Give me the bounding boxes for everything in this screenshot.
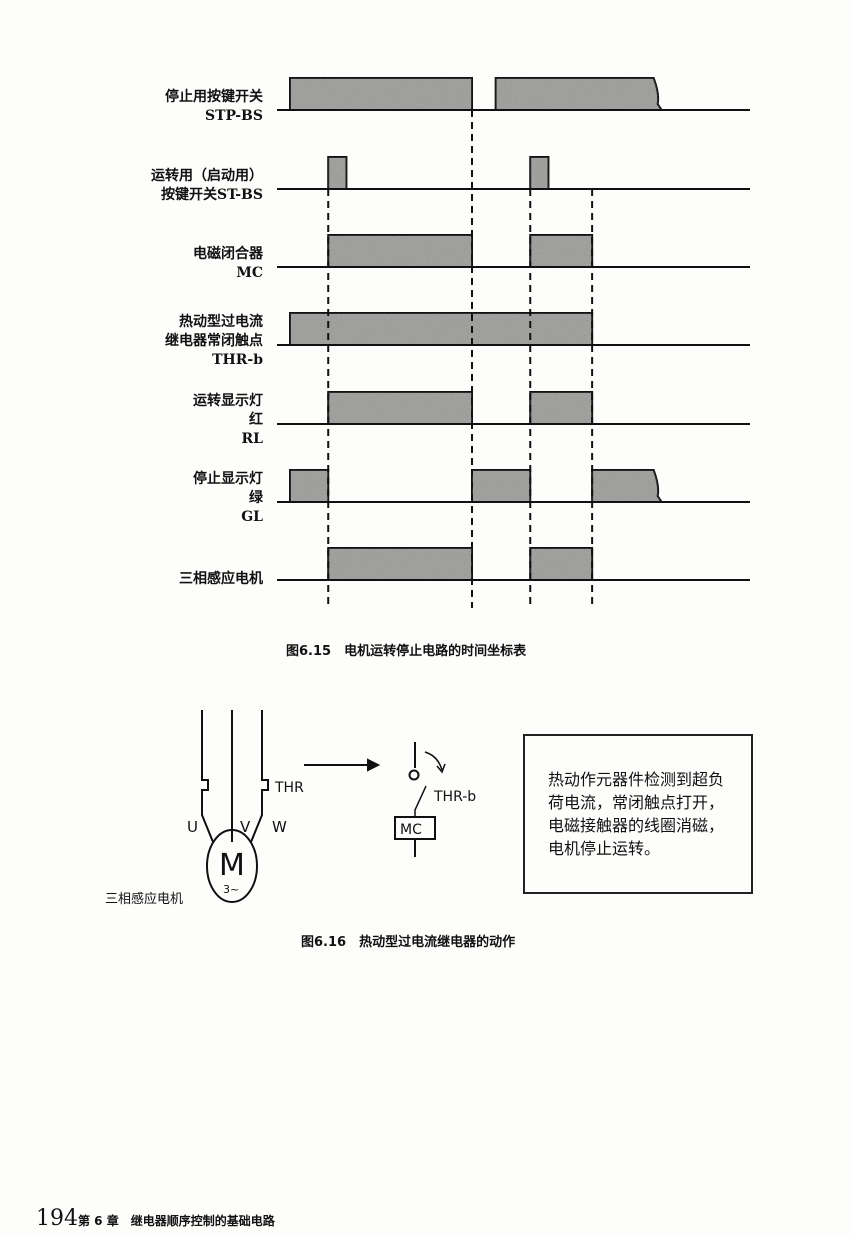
explanation-text: 热动作元器件检测到超负荷电流，常闭触点打开，电磁接触器的线圈消磁，电机停止运转。 (548, 770, 725, 858)
wire-w (250, 710, 269, 843)
mc-coil-box (394, 816, 436, 840)
signal-label-line: RL (241, 431, 263, 447)
signal-label-line: 停止用按键开关 (165, 89, 263, 105)
thr-label: THR (274, 780, 304, 796)
motor-letter: M (219, 848, 245, 883)
pulse-texture (328, 548, 472, 580)
signal-label-line: 红 (249, 412, 263, 428)
figure-caption-6-15: 图6.15 电机运转停止电路的时间坐标表 (286, 644, 527, 659)
contact-blade (414, 785, 427, 818)
signal-label-line: 停止显示灯 (193, 471, 263, 487)
contact-label: THR-b (433, 789, 476, 805)
signal-label-line: 按键开关ST-BS (161, 187, 263, 203)
signal-label: 热动型过电流继电器常闭触点 THR-b (165, 313, 263, 370)
pulse-texture (328, 157, 347, 189)
pulse-texture (495, 78, 662, 110)
contact-point (408, 769, 420, 781)
pulse-texture (530, 157, 549, 189)
signal-label-line: 继电器常闭触点 (165, 333, 263, 349)
pulse-texture (530, 392, 593, 424)
pulse-texture (328, 392, 472, 424)
signal-label: 运转用（启动用） 按键开关ST-BS (151, 167, 263, 205)
chapter-title: 第 6 章 继电器顺序控制的基础电路 (78, 1214, 275, 1228)
page-number: 194 (36, 1206, 78, 1231)
pulse-texture (472, 470, 531, 502)
signal-label: 停止显示灯绿 GL (193, 470, 263, 527)
signal-label-line: 三相感应电机 (179, 571, 263, 587)
pulse-texture (328, 235, 472, 267)
signal-label-line: GL (241, 509, 263, 525)
pulse-texture (530, 548, 593, 580)
motor-phase: 3~ (223, 883, 239, 896)
arrow-head (367, 758, 381, 772)
signal-label-line: STP-BS (204, 108, 263, 124)
phase-u-label: U (187, 818, 198, 836)
open-arrow-curve (424, 751, 443, 771)
motor-circle (206, 829, 258, 903)
phase-v-label: V (240, 818, 251, 836)
signal-label: 运转显示灯红 RL (193, 392, 263, 449)
signal-label: 三相感应电机 (179, 570, 263, 589)
pulse-texture (530, 235, 593, 267)
signal-label: 停止用按键开关 STP-BS (165, 88, 263, 126)
signal-label: 电磁闭合器 MC (193, 245, 263, 283)
pulse-texture (290, 470, 329, 502)
timing-diagram (277, 77, 750, 608)
signal-label-line: 绿 (249, 490, 263, 506)
pulse-texture (592, 470, 662, 502)
open-arrow-head (436, 763, 446, 774)
signal-label-line: 热动型过电流 (179, 314, 263, 330)
motor-label: 三相感应电机 (105, 891, 183, 907)
signal-label-line: 运转显示灯 (193, 393, 263, 409)
wire-u (201, 710, 214, 843)
figure-caption-6-16: 图6.16 热动型过电流继电器的动作 (301, 935, 516, 950)
pulse-texture (290, 313, 593, 345)
coil-label: MC (400, 822, 422, 838)
signal-label-line: 电磁闭合器 (193, 246, 263, 262)
phase-w-label: W (272, 818, 287, 836)
signal-label-line: 运转用（启动用） (151, 168, 263, 184)
pulse-texture (290, 78, 472, 110)
signal-label-line: THR-b (212, 352, 263, 368)
signal-label-line: MC (236, 265, 263, 281)
explanation-box (523, 734, 753, 894)
